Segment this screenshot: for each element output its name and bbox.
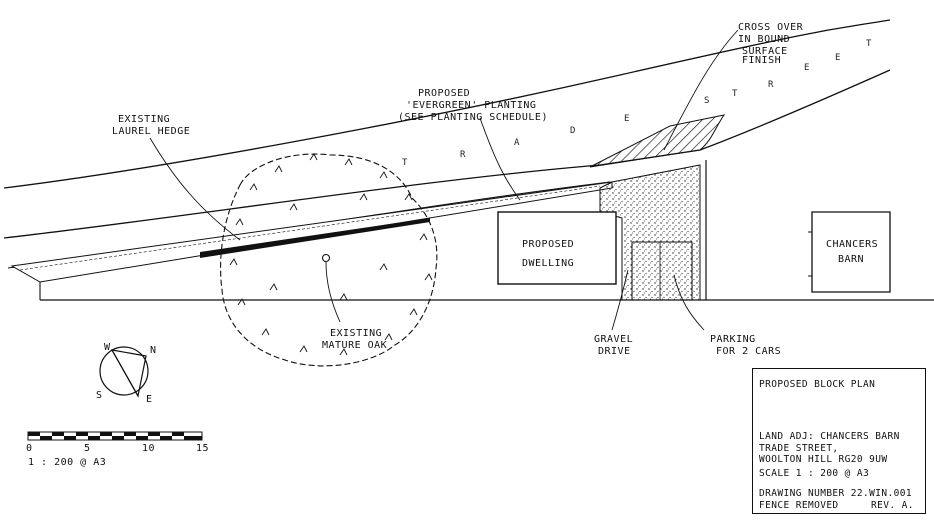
label-proposed-planting: PROPOSED 'EVERGREEN' PLANTING (SEE PLANT… — [398, 88, 548, 123]
road-letter: T — [732, 89, 738, 99]
title-block-scale: SCALE 1 : 200 @ A3 — [759, 468, 870, 479]
label-existing-laurel-hedge: EXISTING LAUREL HEDGE — [112, 114, 190, 137]
road-letter: T — [402, 158, 408, 168]
svg-text:IN BOUND: IN BOUND — [738, 34, 790, 45]
chancers-barn — [811, 211, 891, 293]
road-letter: E — [804, 63, 810, 73]
oak-trunk — [321, 253, 331, 263]
label-proposed-dwelling: PROPOSED DWELLING — [522, 239, 574, 269]
svg-text:DRIVE: DRIVE — [598, 346, 631, 357]
svg-text:10: 10 — [142, 443, 155, 454]
svg-text:CHANCERS: CHANCERS — [826, 239, 878, 250]
svg-text:LAUREL HEDGE: LAUREL HEDGE — [112, 126, 190, 137]
svg-text:E: E — [146, 394, 153, 405]
road-letter: A — [514, 138, 520, 148]
label-chancers-barn: CHANCERS BARN — [826, 239, 878, 265]
title-block-revision: REV. A. — [871, 500, 914, 511]
svg-text:0: 0 — [26, 443, 33, 454]
title-block: PROPOSED BLOCK PLAN LAND ADJ: CHANCERS B… — [752, 368, 926, 514]
svg-text:15: 15 — [196, 443, 209, 454]
proposed-dwelling — [497, 211, 617, 285]
svg-text:GRAVEL: GRAVEL — [594, 334, 633, 345]
svg-text:EXISTING: EXISTING — [118, 114, 170, 125]
title-block-drawing-number: DRAWING NUMBER 22.WIN.001 — [759, 488, 912, 499]
road-letter: R — [460, 150, 466, 160]
svg-text:W: W — [104, 342, 111, 353]
svg-text:FINISH: FINISH — [742, 55, 781, 66]
svg-text:EXISTING: EXISTING — [330, 328, 382, 339]
svg-text:PROPOSED: PROPOSED — [522, 239, 574, 250]
svg-text:CROSS OVER: CROSS OVER — [738, 22, 804, 33]
leader-lines — [149, 29, 739, 331]
road-name: T R A D E S T R E E T — [402, 39, 872, 168]
crossover-hatch — [589, 114, 726, 168]
parking-bay — [631, 241, 693, 301]
svg-text:DWELLING: DWELLING — [522, 258, 574, 269]
svg-text:BARN: BARN — [838, 254, 864, 265]
road-edge-south — [3, 69, 891, 239]
road-letter: E — [624, 114, 630, 124]
hedge-dark-band — [200, 218, 430, 258]
svg-text:S: S — [96, 390, 103, 401]
title-block-address-2: TRADE STREET, — [759, 443, 839, 454]
svg-text:N: N — [150, 345, 157, 356]
label-parking: PARKING FOR 2 CARS — [710, 334, 781, 357]
canopy-marks — [229, 153, 433, 356]
road-edge-north — [3, 19, 891, 189]
svg-text:PROPOSED: PROPOSED — [418, 88, 470, 99]
road-letter: S — [704, 96, 710, 106]
label-gravel-drive: GRAVEL DRIVE — [594, 334, 633, 357]
label-existing-oak: EXISTING MATURE OAK — [322, 328, 387, 351]
road-letter: R — [768, 80, 774, 90]
scale-bar: 0 5 10 15 1 : 200 @ A3 — [26, 431, 209, 468]
north-arrow: W N S E — [96, 342, 157, 405]
road-letter: E — [835, 53, 841, 63]
title-block-title: PROPOSED BLOCK PLAN — [759, 379, 876, 390]
svg-text:SURFACE: SURFACE — [742, 46, 788, 57]
svg-text:PARKING: PARKING — [710, 334, 756, 345]
title-block-address-1: LAND ADJ: CHANCERS BARN — [759, 431, 900, 442]
road-letter: T — [866, 39, 872, 49]
svg-text:'EVERGREEN' PLANTING: 'EVERGREEN' PLANTING — [406, 100, 536, 111]
title-block-revision-note: FENCE REMOVED — [759, 500, 839, 511]
svg-text:5: 5 — [84, 443, 91, 454]
svg-text:FOR 2 CARS: FOR 2 CARS — [716, 346, 781, 357]
svg-text:1 : 200 @ A3: 1 : 200 @ A3 — [28, 457, 106, 468]
label-crossover: CROSS OVER IN BOUND SURFACE FINISH — [738, 22, 804, 66]
road-letter: D — [570, 126, 576, 136]
svg-text:(SEE PLANTING SCHEDULE): (SEE PLANTING SCHEDULE) — [398, 112, 548, 123]
title-block-address-3: WOOLTON HILL RG20 9UW — [759, 454, 888, 465]
svg-text:MATURE OAK: MATURE OAK — [322, 340, 387, 351]
